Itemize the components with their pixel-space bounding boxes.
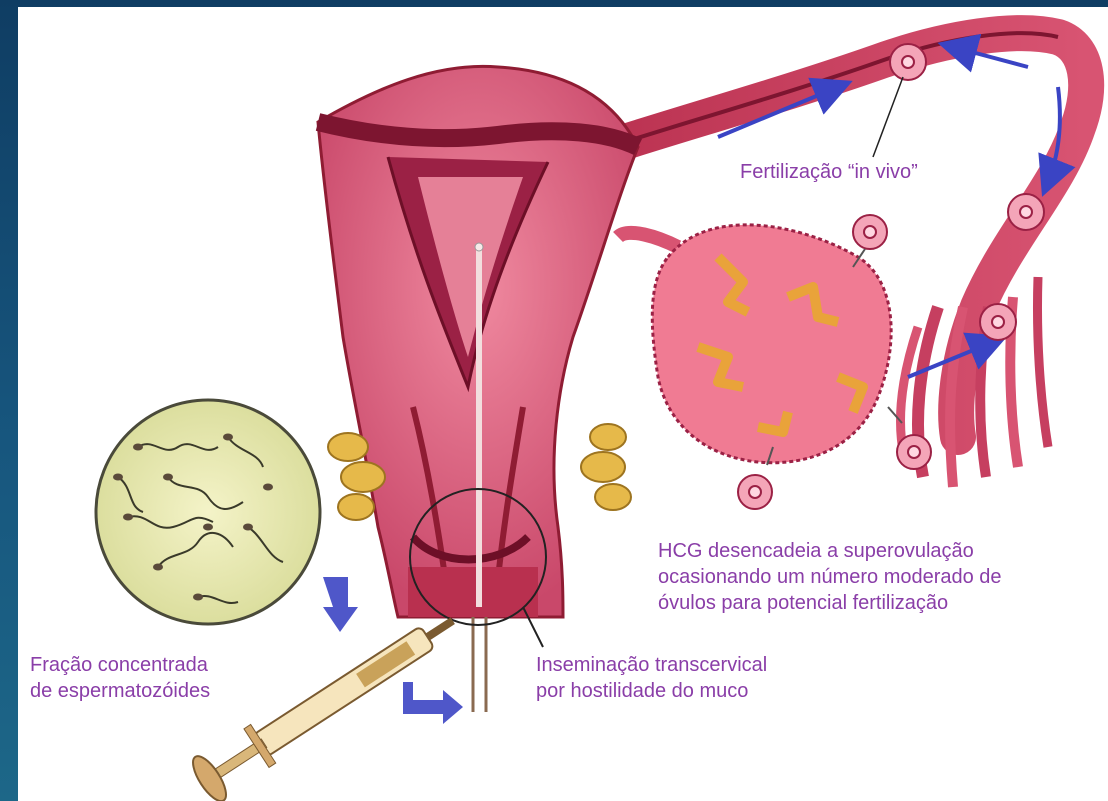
- insemination-label-line: Inseminação transcervical: [536, 652, 767, 678]
- insemination-label-line: por hostilidade do muco: [536, 678, 767, 704]
- fertilization-label: Fertilização “in vivo”: [740, 159, 918, 185]
- insemination-label: Inseminação transcervical por hostilidad…: [536, 652, 767, 704]
- sperm-fraction-label-line: de espermatozóides: [30, 678, 210, 704]
- hcg-label: HCG desencadeia a superovulação ocasiona…: [658, 538, 1002, 616]
- diagram-panel: Fertilização “in vivo” HCG desencadeia a…: [18, 7, 1108, 801]
- hcg-label-line: ocasionando um número moderado de: [658, 564, 1002, 590]
- sperm-microscope-view-icon: [96, 400, 320, 624]
- syringe-icon: [187, 599, 467, 801]
- ovary-icon: [618, 225, 902, 465]
- hcg-label-line: óvulos para potencial fertilização: [658, 590, 1002, 616]
- sperm-fraction-label-line: Fração concentrada: [30, 652, 210, 678]
- sperm-fraction-label: Fração concentrada de espermatozóides: [30, 652, 210, 704]
- hcg-label-line: HCG desencadeia a superovulação: [658, 538, 1002, 564]
